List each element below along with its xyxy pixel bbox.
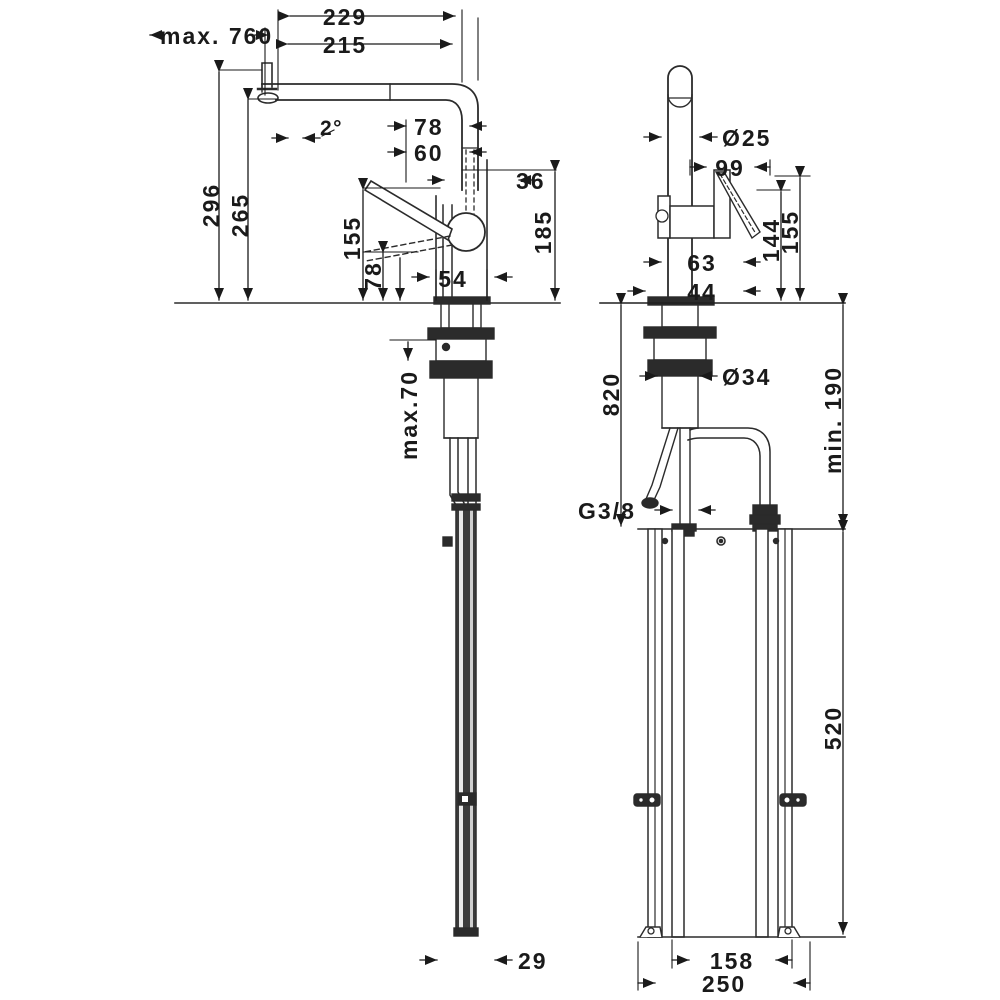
dim-155-front: 155 (339, 216, 365, 260)
dim-angle-2: 2° (320, 117, 343, 140)
dim-78-top: 78 (414, 114, 444, 140)
dim-158: 158 (710, 948, 754, 974)
dim-520: 520 (820, 706, 846, 750)
dim-296: 296 (198, 183, 224, 227)
dim-29: 29 (518, 948, 548, 974)
dim-dia-25: Ø25 (722, 125, 771, 151)
dim-265: 265 (227, 193, 253, 237)
dim-54: 54 (438, 266, 468, 292)
dim-44: 44 (687, 279, 717, 305)
side-view-geometry (599, 65, 846, 938)
dim-215: 215 (323, 32, 367, 58)
dim-max-70: max.70 (396, 370, 422, 460)
dim-dia-34: Ø34 (722, 364, 771, 390)
dim-63: 63 (687, 250, 717, 276)
dimension-lines (149, 9, 848, 991)
dim-60: 60 (414, 140, 444, 166)
dim-185: 185 (530, 210, 556, 254)
dim-36: 36 (516, 168, 546, 194)
dim-78-low: 78 (360, 261, 386, 291)
dimension-labels: 229 215 max. 760 296 265 2° 78 60 36 185… (160, 4, 846, 997)
dim-229: 229 (323, 4, 367, 30)
dim-max-760: max. 760 (160, 23, 273, 49)
dim-155-side: 155 (777, 210, 803, 254)
dim-144: 144 (758, 218, 784, 262)
dim-820: 820 (598, 372, 624, 416)
dim-g3-8: G3/8 (578, 498, 636, 524)
dim-250: 250 (702, 971, 746, 997)
dim-99: 99 (715, 155, 745, 181)
dim-min-190: min. 190 (820, 366, 846, 474)
